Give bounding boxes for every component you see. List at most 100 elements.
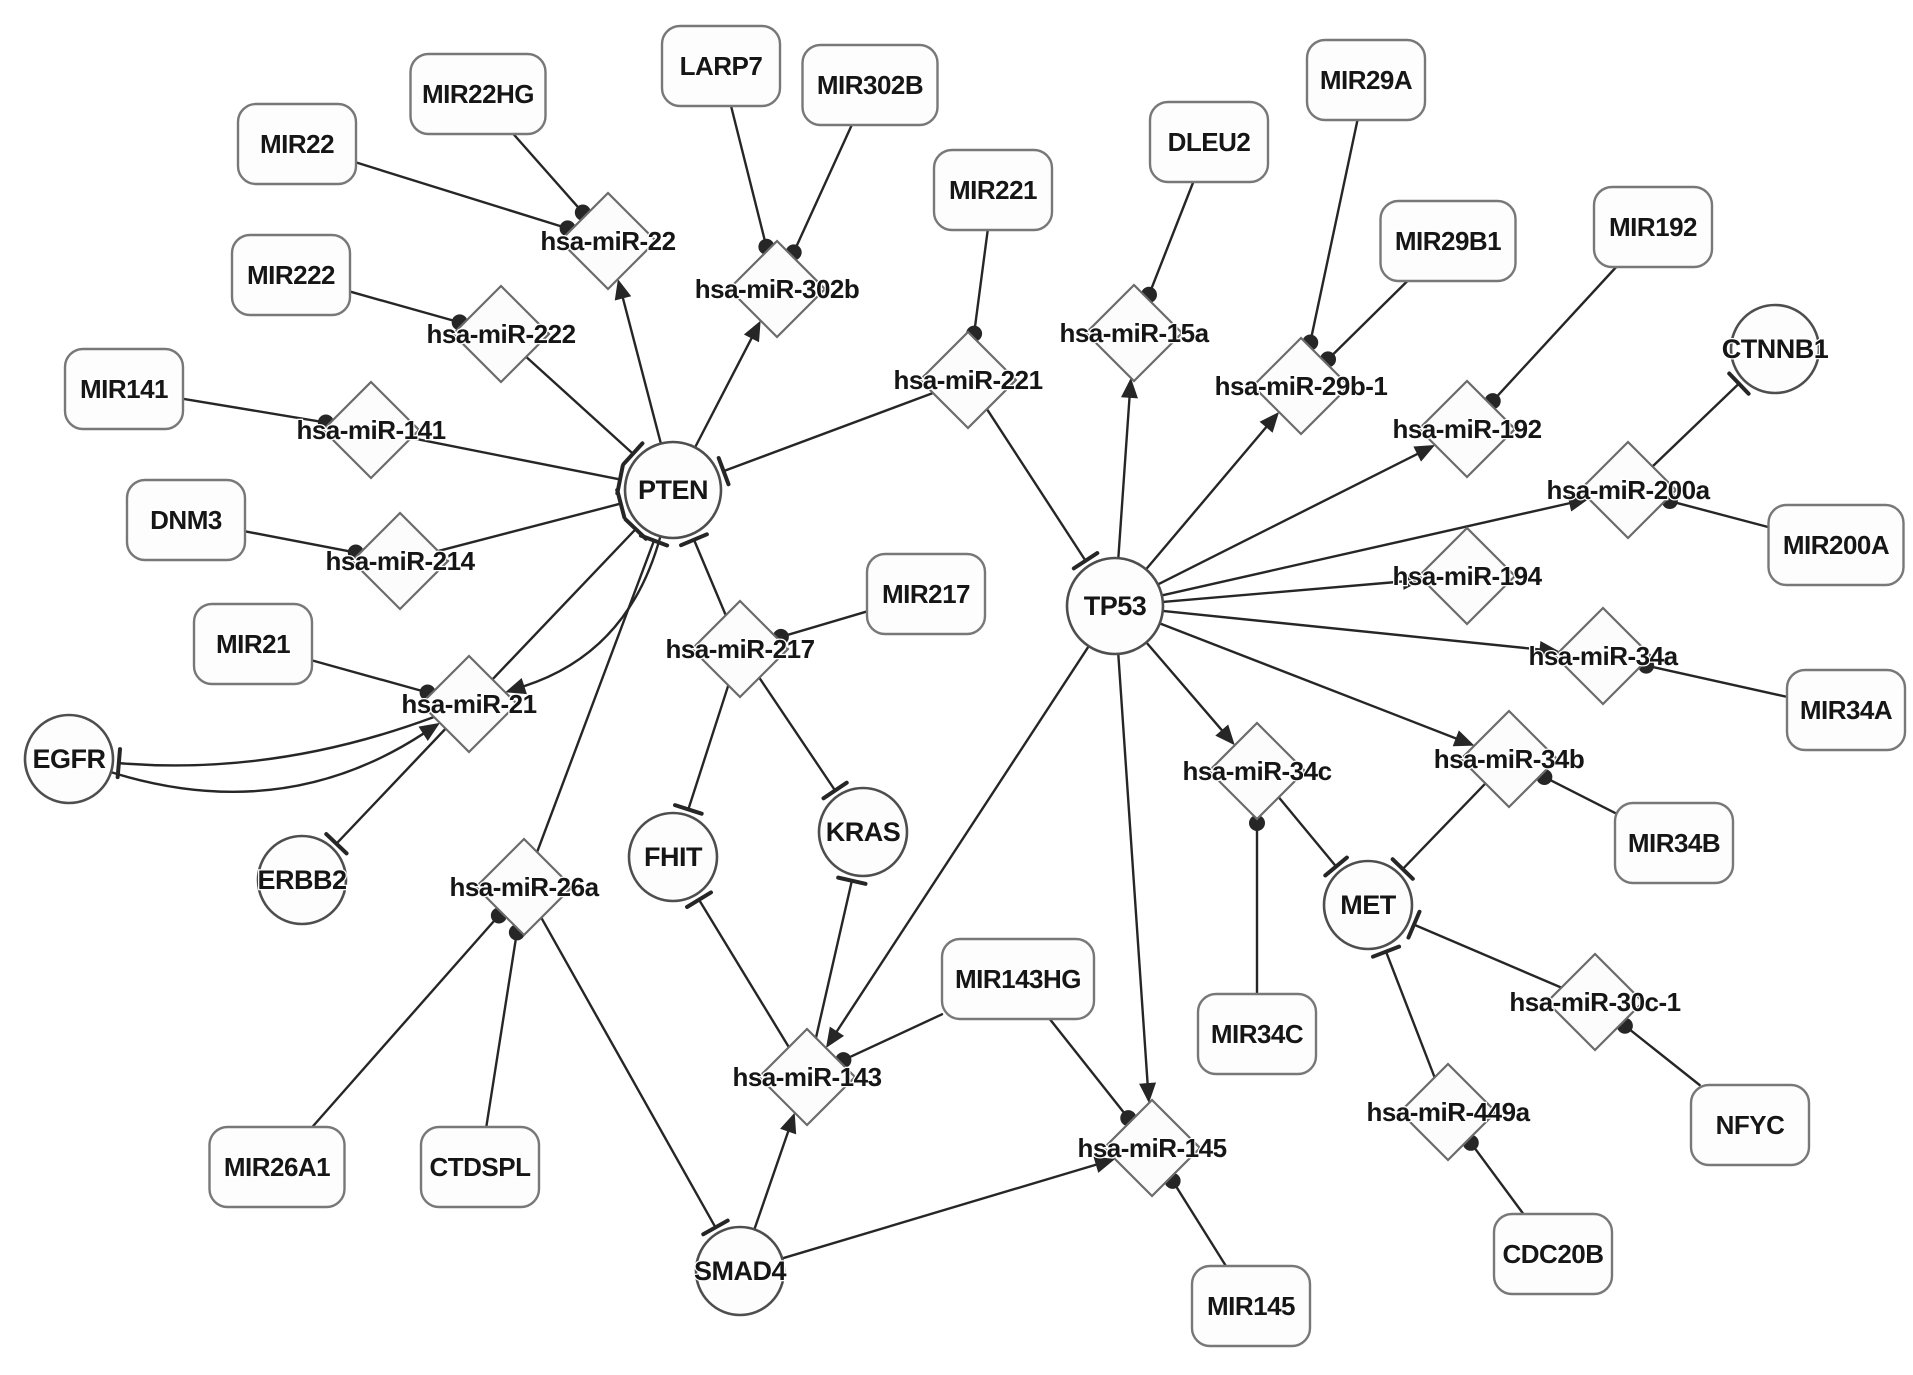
edge-NFYC-hsa-miR-30c-1 (1623, 1024, 1701, 1087)
edge-MIR143HG-hsa-miR-143 (842, 1013, 944, 1062)
edge-TP53-hsa-miR-15a (1117, 396, 1131, 560)
node-label: hsa-miR-30c-1 (1509, 987, 1680, 1017)
edge-hsa-miR-30c-1-MET (1412, 923, 1563, 989)
mirna-diamond (1417, 379, 1517, 479)
node-label: hsa-miR-141 (296, 415, 445, 445)
node-label: MIR302B (817, 70, 923, 100)
edge-hsa-miR-217-KRAS (758, 676, 837, 792)
node-label: DLEU2 (1168, 127, 1251, 157)
node-label: CDC20B (1502, 1239, 1603, 1269)
node-label: hsa-miR-222 (426, 319, 575, 349)
node-label: hsa-miR-302b (695, 274, 860, 304)
node-label: hsa-miR-143 (732, 1062, 881, 1092)
node-hsa-miR-221 (918, 330, 1018, 430)
mirna-diamond (1545, 952, 1645, 1052)
node-label: hsa-miR-34b (1434, 744, 1585, 774)
host-gene-box (1379, 199, 1517, 283)
activation-arrowhead (780, 1112, 797, 1135)
edge-MIR143HG-hsa-miR-145 (1048, 1017, 1130, 1120)
node-label: FHIT (644, 842, 703, 872)
host-gene-box (865, 552, 987, 636)
host-gene-box (1613, 801, 1735, 885)
node-FHIT (627, 811, 719, 903)
host-gene-box (1305, 38, 1427, 122)
activation-arrowhead (1402, 572, 1423, 590)
edge-hsa-miR-214-PTEN (436, 502, 622, 553)
edge-TP53-hsa-miR-34c (1145, 641, 1223, 732)
edge-MIR302B-hsa-miR-302b (792, 123, 853, 254)
activation-arrowhead (614, 279, 632, 301)
edge-DLEU2-hsa-miR-15a (1147, 180, 1195, 297)
node-hsa-miR-222 (451, 284, 551, 384)
node-MIR302B (801, 43, 939, 127)
node-label: MIR221 (949, 175, 1037, 205)
host-gene-box (1592, 185, 1714, 269)
edge-TP53-hsa-miR-192 (1156, 452, 1419, 586)
node-TP53 (1065, 556, 1165, 656)
activation-arrowhead (1259, 412, 1280, 433)
mirna-diamond (451, 284, 551, 384)
node-label: MIR217 (882, 579, 970, 609)
edge-SMAD4-hsa-miR-145 (780, 1163, 1098, 1260)
host-gene-box (1689, 1083, 1811, 1167)
activation-arrowhead (418, 722, 440, 741)
host-gene-box (192, 602, 314, 686)
gene-circle (817, 786, 909, 878)
edge-TP53-hsa-miR-29b-1 (1144, 426, 1268, 571)
node-ERBB2 (256, 834, 348, 926)
node-label: hsa-miR-194 (1392, 561, 1542, 591)
edge-hsa-miR-141-PTEN (409, 436, 622, 481)
edge-hsa-miR-143-KRAS (814, 879, 854, 1040)
node-MIR26A1 (208, 1125, 346, 1209)
node-CDC20B (1492, 1212, 1614, 1296)
node-label: MIR22HG (422, 79, 534, 109)
mirna-diamond (690, 599, 790, 699)
node-CTDSPL (419, 1125, 541, 1209)
node-label: MIR34C (1211, 1019, 1304, 1049)
node-hsa-miR-26a (474, 837, 574, 937)
edge-hsa-miR-222-PTEN (524, 355, 635, 455)
node-EGFR (23, 713, 115, 805)
node-label: hsa-miR-29b-1 (1215, 371, 1388, 401)
node-label: ERBB2 (257, 865, 346, 895)
edge-MIR192-hsa-miR-192 (1491, 265, 1618, 403)
mirna-diamond (757, 1027, 857, 1127)
mirna-diamond (1251, 336, 1351, 436)
edge-hsa-miR-217-PTEN (692, 538, 727, 617)
edge-hsa-miR-143-FHIT (697, 898, 791, 1049)
node-hsa-miR-143 (757, 1027, 857, 1127)
edge-hsa-miR-200a-CTNNB1 (1651, 382, 1741, 468)
mirna-diamond (419, 654, 519, 754)
edge-TP53-hsa-miR-200a (1160, 502, 1571, 597)
edge-hsa-miR-217-FHIT (687, 684, 730, 811)
edge-SMAD4-hsa-miR-143 (753, 1130, 790, 1231)
mirna-diamond (321, 380, 421, 480)
edge-hsa-miR-221-PTEN (722, 391, 935, 473)
host-gene-box (230, 233, 352, 317)
edge-PTEN-hsa-miR-302b (693, 337, 753, 449)
node-label: hsa-miR-221 (893, 365, 1042, 395)
node-label: MIR200A (1783, 530, 1890, 560)
node-MIR22HG (409, 52, 547, 136)
edge-CDC20B-hsa-miR-449a (1469, 1141, 1525, 1216)
mirna-diamond (918, 330, 1018, 430)
activation-arrowhead (1538, 641, 1560, 658)
mirna-diamond (350, 511, 450, 611)
mirna-diamond (1398, 1062, 1498, 1162)
node-hsa-miR-21 (419, 654, 519, 754)
edge-PTEN-hsa-miR-22 (621, 297, 663, 445)
node-MIR29A (1305, 38, 1427, 122)
edge-MIR26A1-hsa-miR-26a (311, 914, 501, 1129)
node-MIR29B1 (1379, 199, 1517, 283)
node-label: hsa-miR-26a (449, 872, 599, 902)
edge-MIR141-hsa-miR-141 (181, 397, 328, 424)
edge-hsa-miR-26a-PTEN (535, 539, 656, 854)
mirna-diamond (1417, 526, 1517, 626)
node-label: NFYC (1716, 1110, 1786, 1140)
edge-hsa-miR-34b-MET (1401, 782, 1487, 871)
node-label: MIR26A1 (224, 1152, 330, 1182)
edge-DNM3-hsa-miR-214 (243, 530, 357, 554)
host-gene-box (419, 1125, 541, 1209)
gene-circle (623, 440, 723, 540)
